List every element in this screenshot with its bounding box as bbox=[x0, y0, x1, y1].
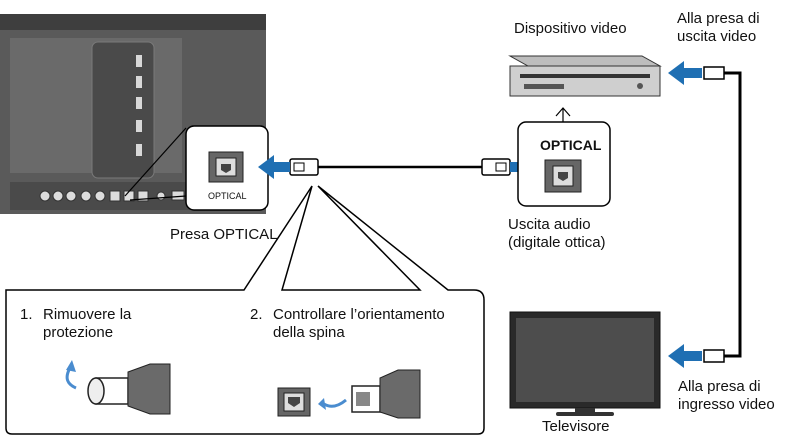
arrow-left-icon bbox=[258, 155, 290, 179]
step-2-line-1: Controllare l’orientamento bbox=[273, 306, 445, 323]
optical-jack-caption: Presa OPTICAL bbox=[170, 226, 278, 243]
to-video-in-label-1: Alla presa di bbox=[678, 378, 761, 395]
audio-out-label-1: Uscita audio bbox=[508, 216, 591, 233]
steps-panel bbox=[5, 185, 485, 435]
audio-out-label-2: (digitale ottica) bbox=[508, 234, 606, 251]
step-2-number: 2. bbox=[250, 306, 263, 323]
to-video-in-label-2: ingresso video bbox=[678, 396, 775, 413]
optical-jack-label: OPTICAL bbox=[208, 191, 247, 201]
optical-port-label: OPTICAL bbox=[540, 137, 602, 153]
step-1-line-2: protezione bbox=[43, 324, 114, 341]
soundbar-rear-panel bbox=[0, 14, 266, 214]
to-video-out-label-2: uscita video bbox=[677, 28, 757, 45]
arrow-left-icon bbox=[668, 61, 702, 85]
video-device bbox=[508, 55, 662, 97]
video-cable bbox=[703, 66, 742, 363]
video-device-label: Dispositivo video bbox=[514, 20, 627, 37]
arrow-left-icon bbox=[668, 344, 702, 368]
step-1-line-1: Rimuovere la bbox=[43, 306, 132, 323]
to-video-out-label-1: Alla presa di bbox=[677, 10, 760, 27]
optical-cable bbox=[289, 158, 511, 176]
step-2-line-2: della spina bbox=[273, 324, 345, 341]
tv-label: Televisore bbox=[542, 418, 610, 435]
plug-orientation-illustration bbox=[277, 369, 421, 419]
television bbox=[509, 311, 661, 416]
step-1-number: 1. bbox=[20, 306, 33, 323]
plug-cap-illustration bbox=[65, 360, 171, 415]
